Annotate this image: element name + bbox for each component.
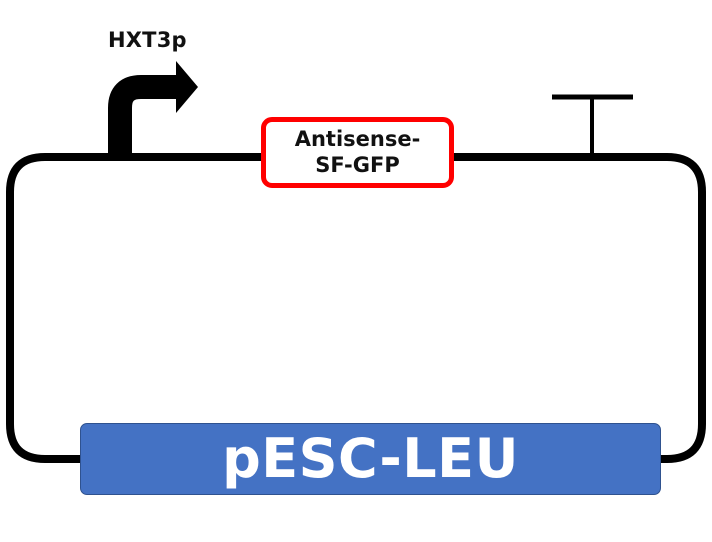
vector-backbone-label: pESC-LEU bbox=[222, 427, 519, 490]
insert-gene-box: Antisense- SF-GFP bbox=[261, 117, 454, 188]
promoter-label: HXT3p bbox=[108, 28, 187, 52]
promoter-arrow-icon bbox=[108, 61, 198, 157]
plasmid-backbone-line bbox=[6, 153, 706, 463]
insert-gene-label: Antisense- SF-GFP bbox=[294, 126, 421, 177]
vector-backbone-box: pESC-LEU bbox=[80, 423, 661, 495]
terminator-icon bbox=[552, 94, 633, 157]
